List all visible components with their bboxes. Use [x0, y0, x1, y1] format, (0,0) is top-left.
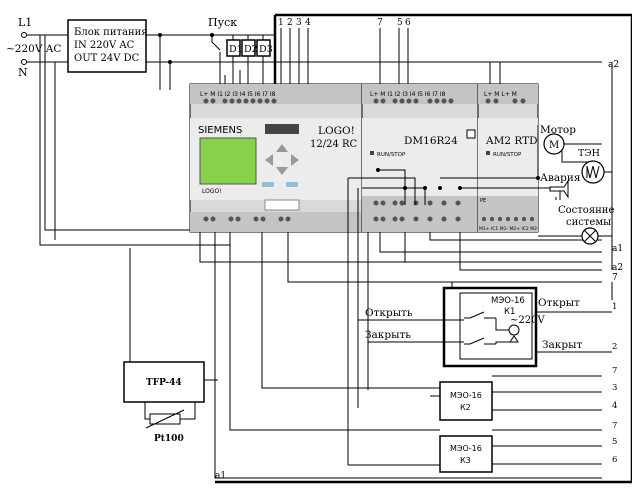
n-terminal-icon: [21, 59, 27, 65]
term-3: 3: [296, 18, 302, 28]
plc-ext-dm16r24: L+ M I1 I2 I3 I4 I5 I6 I7 I8 DM16R24 RUN…: [361, 83, 479, 233]
siren-icon: [549, 179, 569, 199]
plc-ext-am2rtd: L+ M L+ M AM2 RTD RUN/STOP PE M1+ IC1 M1…: [477, 83, 539, 233]
wire-num: 7: [612, 366, 617, 376]
wire-num: 4: [612, 401, 617, 411]
main-bottom-screws: [203, 216, 291, 222]
psu-line2: IN 220V AC: [74, 40, 135, 51]
start-label: Пуск: [208, 16, 237, 29]
plc-brand: SIEMENS: [198, 125, 242, 136]
sensor-element: Pt100: [154, 434, 184, 444]
sensor-name: TFP-44: [146, 378, 182, 388]
k1-line1: МЭО-16: [491, 296, 525, 306]
actuator-k1: МЭО-16 К1 ~220V: [442, 286, 545, 368]
ext1-inputs-label: L+ M I1 I2 I3 I4 I5 I6 I7 I8: [370, 91, 446, 98]
term-6: 6: [405, 18, 411, 28]
power-supply: Блок питания IN 220V AC OUT 24V DC: [67, 19, 172, 90]
ext2-model: AM2 RTD: [485, 135, 538, 147]
k1-voltage: ~220V: [510, 315, 545, 326]
pe-label: PE: [480, 198, 486, 204]
k2-line1: МЭО-16: [450, 391, 482, 400]
n-label: N: [18, 66, 28, 79]
ext2-bottom-screws: [481, 216, 535, 222]
heater-label: ТЭН: [578, 148, 600, 159]
ext2-bottom-label: M1+ IC1 M1- M2+ IC2 M2-: [479, 226, 539, 232]
bus-a1-bottom: a1: [215, 471, 226, 481]
ext2-run-stop: RUN/STOP: [493, 152, 522, 158]
diode-2: D2: [244, 44, 258, 55]
plc-model-line2: 12/24 RC: [310, 139, 358, 150]
k3-line1: МЭО-16: [450, 444, 482, 453]
junction-dot: [210, 33, 214, 37]
bus-a2-top: a2: [608, 60, 619, 70]
right-wire-numbers: 1 2 7 3 4 7 5 6: [612, 302, 617, 465]
closed-label: Закрыт: [542, 339, 582, 351]
term-2: 2: [287, 18, 293, 28]
motor-symbol: M: [549, 140, 559, 151]
status-label-line1: Состояние: [558, 205, 614, 216]
psu-line1: Блок питания: [74, 27, 148, 38]
wire-num: 3: [612, 383, 617, 393]
motor-label: Мотор: [540, 124, 576, 136]
k3-line2: К3: [460, 456, 471, 465]
bus-a2-right: a2: [612, 263, 623, 273]
diode-3: D3: [259, 44, 273, 55]
main-top-screws: [203, 98, 277, 104]
loads: Мотор M ТЭН Авария Состояние системы a1 …: [199, 62, 623, 479]
alarm-label: Авария: [540, 172, 581, 184]
wire-num: 1: [612, 302, 617, 312]
actuator-k3: МЭО-16 К3: [348, 429, 602, 473]
top-bus: 1 2 3 4 7 5 6 a2: [273, 13, 632, 150]
cursor-keys-icon: [262, 144, 299, 187]
diode-1: D1: [229, 44, 243, 55]
ext1-model: DM16R24: [404, 135, 458, 147]
wire-num: 2: [612, 342, 617, 352]
start-circuit: Пуск D1 D2 D3: [208, 16, 273, 90]
plc-model-line1: LOGO!: [318, 125, 355, 137]
output-wiring: [347, 125, 602, 465]
term-1: 1: [278, 18, 284, 28]
bus-7-right: 7: [612, 273, 618, 283]
open-label: Открыть: [365, 307, 413, 319]
status-label-line2: системы: [566, 217, 611, 228]
k1-labels: Открыть Закрыть Открыт Закрыт: [358, 282, 613, 353]
ext2-power-label: L+ M L+ M: [484, 91, 517, 98]
k1-line2: К1: [504, 307, 515, 317]
supply-terminals: L1 ~220V AC N: [6, 16, 61, 79]
wire-num: 6: [612, 455, 617, 465]
main-inputs-label: L+ M I1 I2 I3 I4 I5 I6 I7 I8: [200, 91, 276, 98]
temperature-sensor: TFP-44 Pt100 a1: [123, 15, 632, 484]
psu-line3: OUT 24V DC: [74, 53, 140, 64]
heater-icon: [581, 160, 605, 184]
k2-line2: К2: [460, 403, 471, 412]
term-4: 4: [305, 18, 311, 28]
l1-terminal-icon: [21, 32, 27, 38]
plc-display: [199, 137, 257, 185]
plc-small-logo: LOGO!: [202, 188, 222, 195]
junction-dot: [158, 33, 162, 37]
l1-label: L1: [18, 16, 32, 29]
plc-main-module: L+ M I1 I2 I3 I4 I5 I6 I7 I8 SIEMENS LOG…: [189, 83, 363, 233]
term-7: 7: [377, 18, 383, 28]
ext1-run-stop: RUN/STOP: [377, 152, 406, 158]
ext2-top-screws: [485, 98, 526, 104]
ext1-top-screws: [373, 98, 454, 104]
bus-a1-right: a1: [612, 244, 623, 254]
close-label: Закрыть: [365, 329, 411, 341]
wire-num: 7: [612, 421, 617, 431]
opened-label: Открыт: [538, 297, 580, 309]
junction-dot: [168, 60, 172, 64]
term-5: 5: [397, 18, 403, 28]
wire-num: 5: [612, 437, 617, 447]
valve-motor-icon: [508, 324, 520, 336]
actuator-k2: МЭО-16 К2: [430, 375, 602, 421]
voltage-label: ~220V AC: [6, 43, 61, 55]
